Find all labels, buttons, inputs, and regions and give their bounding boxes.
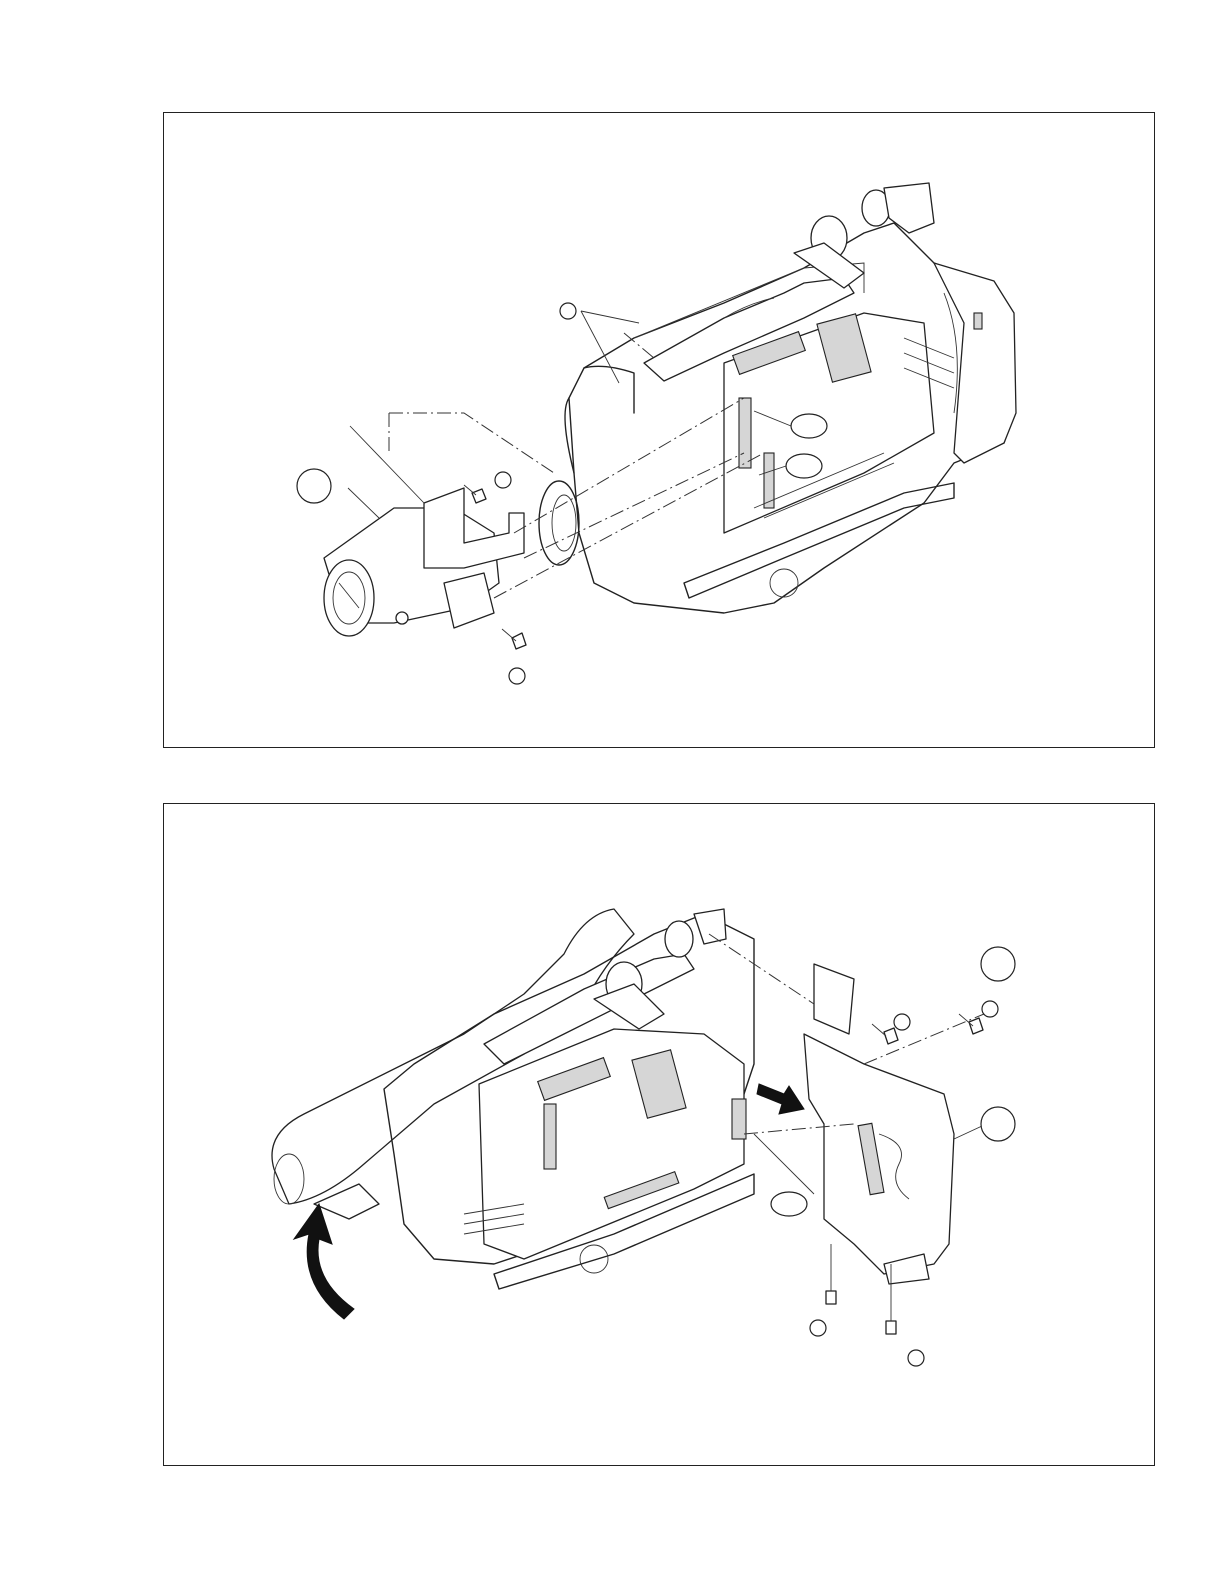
callout-marker: [495, 472, 511, 488]
figure-bottom-panel: [163, 803, 1155, 1466]
figure-top-panel: [163, 112, 1155, 748]
curved-arrow-icon: [294, 1204, 354, 1319]
screw-icon: [464, 485, 486, 503]
alignment-line: [709, 934, 814, 1004]
screw-icon: [826, 1244, 836, 1304]
callout-marker: [509, 668, 525, 684]
leader-line: [350, 426, 424, 503]
callout-marker: [981, 1107, 1015, 1141]
front-ring: [539, 481, 579, 565]
figure-top-drawing: [164, 113, 1156, 749]
alignment-line: [389, 413, 554, 473]
screw-icon: [872, 1024, 898, 1044]
callout-marker: [560, 303, 576, 319]
screw-icon: [502, 629, 526, 649]
lens-barrel: [324, 560, 374, 636]
callout-marker: [786, 454, 822, 478]
callout-marker: [981, 947, 1015, 981]
screw-icon: [959, 1014, 983, 1034]
callout-marker: [297, 469, 331, 503]
rear-frame: [934, 263, 1016, 463]
callout-marker: [908, 1350, 924, 1366]
viewfinder-block: [884, 183, 934, 233]
callout-marker: [894, 1014, 910, 1030]
callout-marker: [982, 1001, 998, 1017]
figure-bottom-drawing: [164, 804, 1156, 1467]
rear-frame: [804, 1034, 954, 1274]
leader-line: [754, 1134, 814, 1194]
callout-marker: [810, 1320, 826, 1336]
callout-marker: [791, 414, 827, 438]
arrow-right-icon: [757, 1084, 804, 1114]
callout-marker: [771, 1192, 807, 1216]
